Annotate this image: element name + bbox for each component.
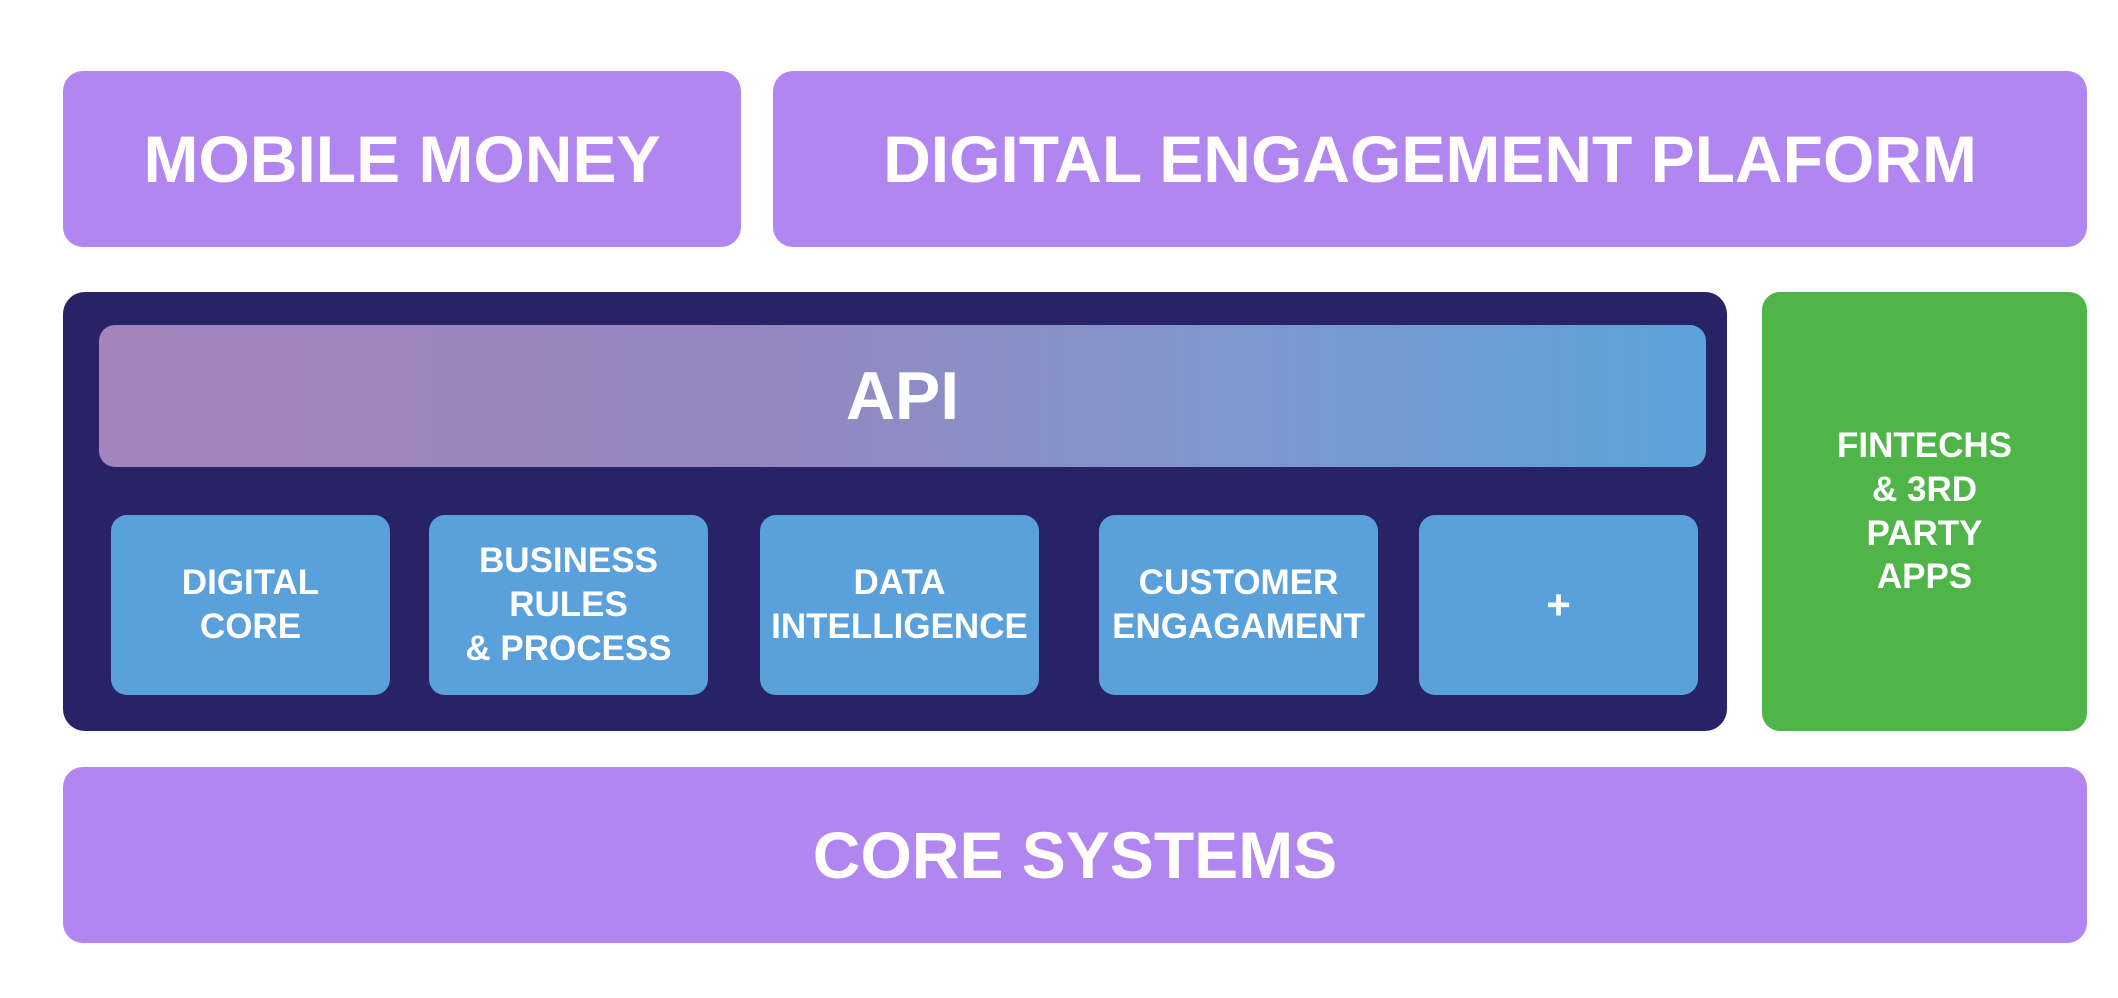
digital-engagement-platform-block: DIGITAL ENGAGEMENT PLAFORM <box>773 71 2087 247</box>
module-data-intelligence: DATA INTELLIGENCE <box>760 515 1039 695</box>
api-layer: API <box>99 325 1706 467</box>
fintechs-third-party-apps-block: FINTECHS & 3RD PARTY APPS <box>1762 292 2087 731</box>
module-business-rules-process: BUSINESS RULES & PROCESS <box>429 515 708 695</box>
module-plus: + <box>1419 515 1698 695</box>
module-digital-core: DIGITAL CORE <box>111 515 390 695</box>
core-systems-block: CORE SYSTEMS <box>63 767 2087 943</box>
mobile-money-block: MOBILE MONEY <box>63 71 741 247</box>
module-customer-engagement: CUSTOMER ENGAGAMENT <box>1099 515 1378 695</box>
platform-container: API DIGITAL CORE BUSINESS RULES & PROCES… <box>63 292 1727 731</box>
